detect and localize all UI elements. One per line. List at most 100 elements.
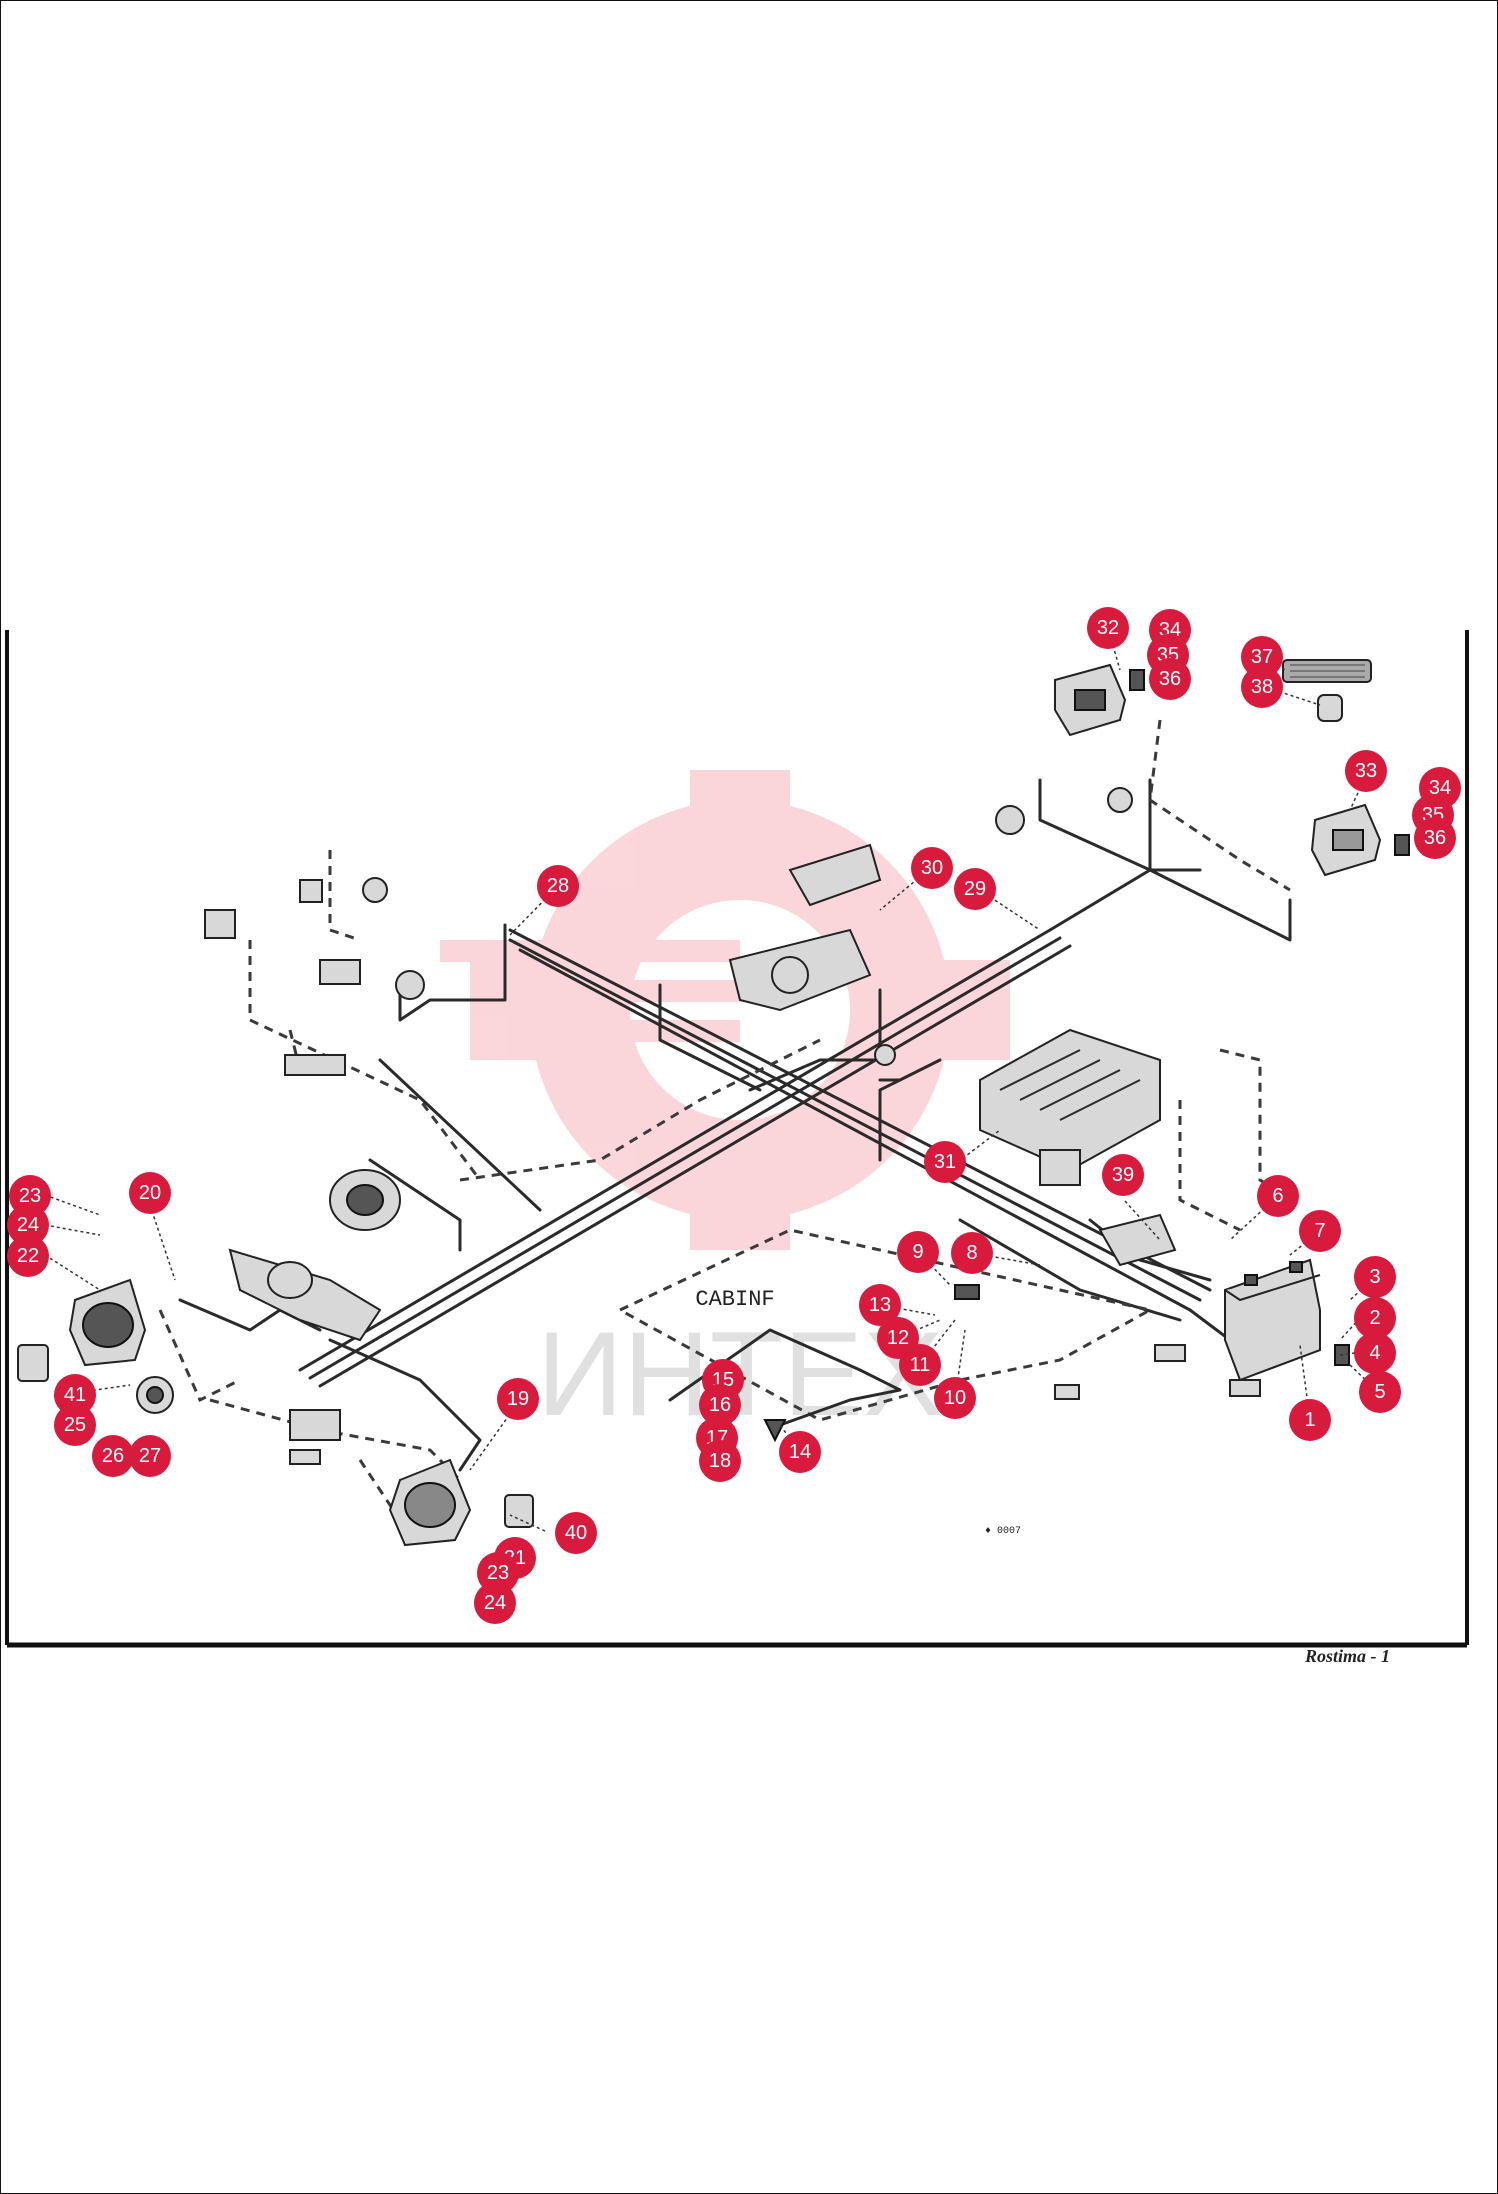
svg-text:30: 30 bbox=[921, 857, 943, 879]
horn bbox=[136, 1376, 174, 1414]
svg-text:7: 7 bbox=[1314, 1220, 1325, 1242]
svg-text:36: 36 bbox=[1159, 668, 1181, 690]
callout-13[interactable]: 13 bbox=[859, 1284, 901, 1326]
alternator bbox=[329, 1169, 401, 1231]
callout-25[interactable]: 25 bbox=[54, 1404, 96, 1446]
svg-text:24: 24 bbox=[484, 1592, 506, 1614]
svg-text:3: 3 bbox=[1369, 1266, 1380, 1288]
callout-19[interactable]: 19 bbox=[497, 1378, 539, 1420]
svg-text:36: 36 bbox=[1424, 827, 1446, 849]
callout-24-right[interactable]: 24 bbox=[474, 1582, 516, 1624]
callouts: 1 2 3 4 5 6 7 8 9 10 11 12 13 14 15 16 1… bbox=[7, 607, 1461, 1624]
starter-motor bbox=[228, 1248, 382, 1342]
svg-text:10: 10 bbox=[944, 1387, 966, 1409]
svg-text:23: 23 bbox=[487, 1562, 509, 1584]
svg-text:5: 5 bbox=[1374, 1381, 1385, 1403]
work-lamp-right bbox=[1310, 803, 1382, 877]
page-label: Rostima - 1 bbox=[1304, 1646, 1390, 1666]
callout-6[interactable]: 6 bbox=[1257, 1175, 1299, 1217]
control-block bbox=[728, 843, 882, 1012]
svg-text:19: 19 bbox=[507, 1388, 529, 1410]
callout-9[interactable]: 9 bbox=[897, 1231, 939, 1273]
callout-31[interactable]: 31 bbox=[924, 1141, 966, 1183]
callout-28[interactable]: 28 bbox=[537, 865, 579, 907]
diagram-frame bbox=[5, 630, 1469, 1648]
svg-text:41: 41 bbox=[64, 1384, 86, 1406]
svg-text:28: 28 bbox=[547, 875, 569, 897]
svg-text:18: 18 bbox=[709, 1450, 731, 1472]
watermark-logo bbox=[440, 770, 1010, 1250]
svg-text:32: 32 bbox=[1097, 617, 1119, 639]
svg-text:1: 1 bbox=[1304, 1409, 1315, 1431]
callout-39[interactable]: 39 bbox=[1102, 1154, 1144, 1196]
svg-text:12: 12 bbox=[887, 1327, 909, 1349]
spare-fuse bbox=[1317, 694, 1343, 722]
battery bbox=[1224, 1258, 1321, 1382]
svg-text:29: 29 bbox=[964, 878, 986, 900]
svg-text:33: 33 bbox=[1355, 760, 1377, 782]
callout-10[interactable]: 10 bbox=[934, 1377, 976, 1419]
callout-30[interactable]: 30 bbox=[911, 847, 953, 889]
callout-7[interactable]: 7 bbox=[1299, 1210, 1341, 1252]
svg-text:8: 8 bbox=[966, 1242, 977, 1264]
work-lamp-left bbox=[1054, 663, 1127, 737]
switch-group bbox=[289, 1213, 1261, 1465]
components bbox=[17, 659, 1410, 1547]
svg-text:38: 38 bbox=[1251, 676, 1273, 698]
callout-3[interactable]: 3 bbox=[1354, 1256, 1396, 1298]
svg-text:2: 2 bbox=[1369, 1307, 1380, 1329]
callout-38[interactable]: 38 bbox=[1241, 666, 1283, 708]
svg-text:26: 26 bbox=[102, 1445, 124, 1467]
callout-2[interactable]: 2 bbox=[1354, 1297, 1396, 1339]
callout-37[interactable]: 37 bbox=[1241, 636, 1283, 678]
callout-24-left[interactable]: 24 bbox=[7, 1204, 49, 1246]
callout-8[interactable]: 8 bbox=[951, 1232, 993, 1274]
callout-1[interactable]: 1 bbox=[1289, 1399, 1331, 1441]
callout-16[interactable]: 16 bbox=[699, 1384, 741, 1426]
svg-text:4: 4 bbox=[1369, 1342, 1380, 1364]
callout-26[interactable]: 26 bbox=[92, 1435, 134, 1477]
svg-text:9: 9 bbox=[912, 1241, 923, 1263]
fuse-box bbox=[979, 1028, 1161, 1186]
headlamp-left bbox=[17, 1278, 147, 1382]
svg-text:14: 14 bbox=[789, 1441, 811, 1463]
svg-text:39: 39 bbox=[1112, 1164, 1134, 1186]
svg-text:6: 6 bbox=[1272, 1185, 1283, 1207]
cab-clips bbox=[763, 669, 1410, 1443]
svg-text:34: 34 bbox=[1429, 777, 1451, 799]
svg-text:27: 27 bbox=[139, 1445, 161, 1467]
callout-27[interactable]: 27 bbox=[129, 1435, 171, 1477]
svg-text:37: 37 bbox=[1251, 646, 1273, 668]
callout-40[interactable]: 40 bbox=[555, 1512, 597, 1554]
callout-4[interactable]: 4 bbox=[1354, 1332, 1396, 1374]
callout-33[interactable]: 33 bbox=[1345, 750, 1387, 792]
callout-29[interactable]: 29 bbox=[954, 868, 996, 910]
callout-5[interactable]: 5 bbox=[1359, 1371, 1401, 1413]
callout-32[interactable]: 32 bbox=[1087, 607, 1129, 649]
svg-text:11: 11 bbox=[910, 1354, 931, 1376]
callout-36-left[interactable]: 36 bbox=[1149, 658, 1191, 700]
callout-20[interactable]: 20 bbox=[129, 1172, 171, 1214]
svg-text:16: 16 bbox=[709, 1394, 731, 1416]
callout-22[interactable]: 22 bbox=[7, 1235, 49, 1277]
callout-18[interactable]: 18 bbox=[699, 1440, 741, 1482]
svg-text:13: 13 bbox=[869, 1294, 891, 1316]
callout-14[interactable]: 14 bbox=[779, 1431, 821, 1473]
engine-sensors bbox=[204, 877, 425, 1076]
callout-36-right[interactable]: 36 bbox=[1414, 817, 1456, 859]
rear-socket bbox=[995, 787, 1133, 835]
headlamp-right bbox=[388, 1458, 534, 1547]
svg-text:22: 22 bbox=[17, 1245, 39, 1267]
svg-text:25: 25 bbox=[64, 1414, 86, 1436]
spare-fuse-strip bbox=[1282, 659, 1372, 683]
svg-text:24: 24 bbox=[17, 1214, 39, 1236]
callout-41[interactable]: 41 bbox=[54, 1374, 96, 1416]
zone-label: CABINF bbox=[695, 1287, 774, 1312]
svg-text:31: 31 bbox=[934, 1151, 956, 1173]
callout-12[interactable]: 12 bbox=[877, 1317, 919, 1359]
svg-text:20: 20 bbox=[139, 1182, 161, 1204]
svg-text:23: 23 bbox=[19, 1185, 41, 1207]
small-code: ♦ 0007 bbox=[985, 1526, 1021, 1537]
